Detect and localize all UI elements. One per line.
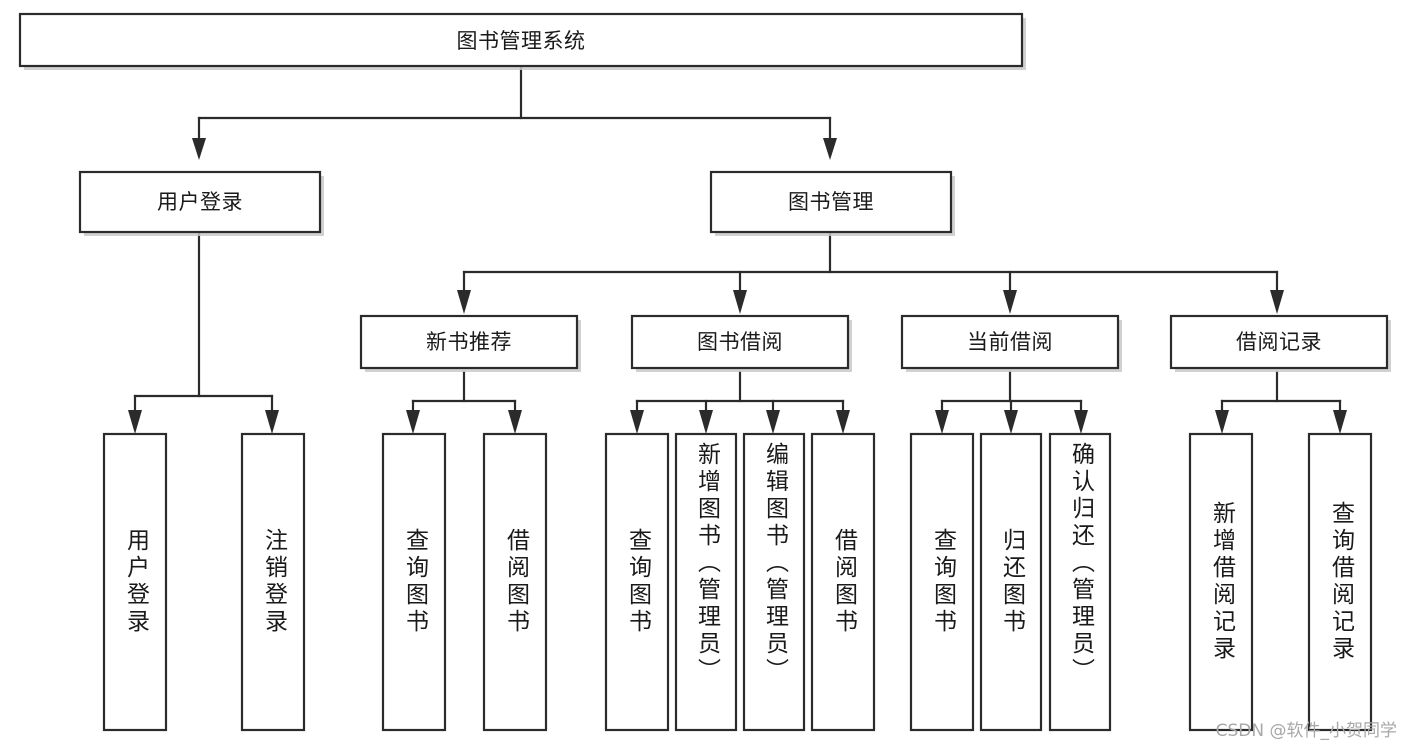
leaf-query-record-box[interactable] bbox=[1307, 432, 1373, 732]
arrow-to-leaf-query-book-1 bbox=[406, 410, 420, 434]
node-new-book-rec[interactable]: 新书推荐 bbox=[359, 314, 581, 372]
node-book-manage-box[interactable] bbox=[709, 170, 953, 234]
leaf-boxes bbox=[102, 432, 1373, 732]
node-book-manage-label: 图书管理 bbox=[788, 190, 874, 214]
node-user-login[interactable]: 用户登录 bbox=[78, 170, 324, 236]
node-new-book-rec-label: 新书推荐 bbox=[426, 330, 512, 354]
arrow-to-borrow-record bbox=[1270, 290, 1284, 314]
node-root[interactable]: 图书管理系统 bbox=[18, 12, 1026, 70]
node-book-borrow[interactable]: 图书借阅 bbox=[630, 314, 852, 372]
leaf-user-login-box[interactable] bbox=[102, 432, 168, 732]
node-root-label: 图书管理系统 bbox=[457, 29, 586, 53]
leaf-add-book-box[interactable] bbox=[674, 432, 738, 732]
edge-group-root bbox=[192, 64, 837, 160]
node-book-borrow-label: 图书借阅 bbox=[697, 330, 783, 354]
node-book-borrow-box[interactable] bbox=[630, 314, 850, 370]
arrow-to-leaf-confirm-return bbox=[1074, 410, 1088, 434]
arrow-root-to-user-login bbox=[192, 138, 206, 160]
edge-group-borrow-record bbox=[1215, 370, 1347, 434]
node-current-borrow-box[interactable] bbox=[900, 314, 1120, 370]
node-borrow-record[interactable]: 借阅记录 bbox=[1169, 314, 1391, 372]
arrow-to-leaf-user-login bbox=[128, 410, 142, 434]
arrow-to-leaf-return-book bbox=[1004, 410, 1018, 434]
leaf-borrow-book-1-box[interactable] bbox=[482, 432, 548, 732]
arrow-to-leaf-add-record bbox=[1215, 410, 1229, 434]
leaf-query-book-1-box[interactable] bbox=[381, 432, 447, 732]
edge-group-book-manage bbox=[457, 230, 1284, 314]
arrow-root-to-book-manage bbox=[823, 138, 837, 160]
leaf-logout-box[interactable] bbox=[240, 432, 306, 732]
node-user-login-label: 用户登录 bbox=[157, 190, 243, 214]
arrow-to-book-borrow bbox=[733, 290, 747, 314]
arrow-to-current-borrow bbox=[1003, 290, 1017, 314]
arrow-to-leaf-edit-book bbox=[766, 410, 780, 434]
node-borrow-record-box[interactable] bbox=[1169, 314, 1389, 370]
node-book-manage[interactable]: 图书管理 bbox=[709, 170, 955, 236]
leaf-return-book-box[interactable] bbox=[979, 432, 1043, 732]
leaf-query-book-2-box[interactable] bbox=[604, 432, 670, 732]
leaf-add-record-box[interactable] bbox=[1188, 432, 1254, 732]
edge-group-user-login bbox=[128, 230, 279, 434]
edge-group-new-book-rec bbox=[406, 370, 522, 434]
arrow-to-leaf-query-book-3 bbox=[935, 410, 949, 434]
node-user-login-box[interactable] bbox=[78, 170, 322, 234]
node-current-borrow[interactable]: 当前借阅 bbox=[900, 314, 1122, 372]
node-current-borrow-label: 当前借阅 bbox=[967, 330, 1053, 354]
arrow-to-leaf-add-book bbox=[699, 410, 713, 434]
leaf-confirm-return-box[interactable] bbox=[1048, 432, 1112, 732]
leaf-edit-book-box[interactable] bbox=[742, 432, 806, 732]
leaf-borrow-book-2-box[interactable] bbox=[810, 432, 876, 732]
node-root-box[interactable] bbox=[18, 12, 1024, 68]
arrow-to-leaf-borrow-book-1 bbox=[508, 410, 522, 434]
edge-group-current-borrow bbox=[935, 370, 1088, 434]
node-borrow-record-label: 借阅记录 bbox=[1236, 330, 1322, 354]
arrow-to-leaf-logout bbox=[265, 410, 279, 434]
arrow-to-leaf-borrow-book-2 bbox=[836, 410, 850, 434]
arrow-to-new-book-rec bbox=[457, 290, 471, 314]
node-new-book-rec-box[interactable] bbox=[359, 314, 579, 370]
arrow-to-leaf-query-book-2 bbox=[630, 410, 644, 434]
csdn-watermark: CSDN @软件_小贺同学 bbox=[1215, 721, 1397, 741]
arrow-to-leaf-query-record bbox=[1333, 410, 1347, 434]
leaf-query-book-3-box[interactable] bbox=[909, 432, 975, 732]
edge-group-book-borrow bbox=[630, 370, 850, 434]
